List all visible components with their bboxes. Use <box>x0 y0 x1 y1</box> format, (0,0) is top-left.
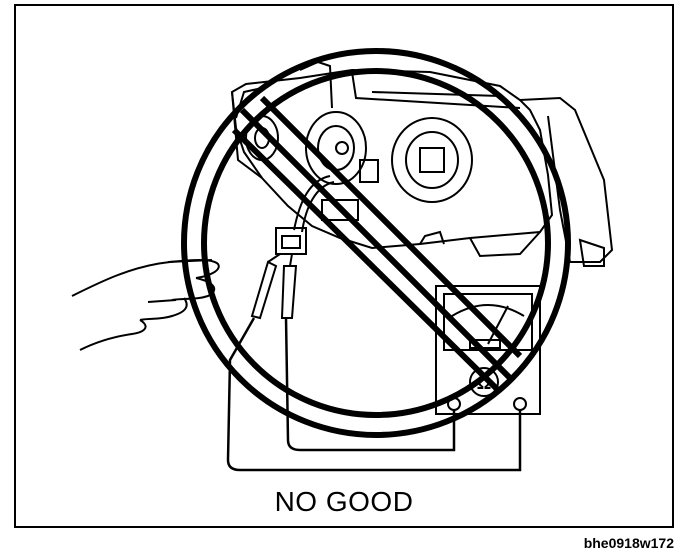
caption-no-good: NO GOOD <box>274 486 414 517</box>
ohm-symbol: Ω <box>477 373 491 393</box>
test-leads <box>226 317 522 472</box>
figure-id: bhe0918w172 <box>583 535 674 551</box>
hand <box>71 259 220 351</box>
wiring-harness <box>293 159 379 233</box>
bulb-socket-right <box>391 117 473 203</box>
test-probe-right <box>280 253 298 319</box>
test-probe-left <box>250 253 281 320</box>
prohibition-symbol <box>181 48 571 438</box>
